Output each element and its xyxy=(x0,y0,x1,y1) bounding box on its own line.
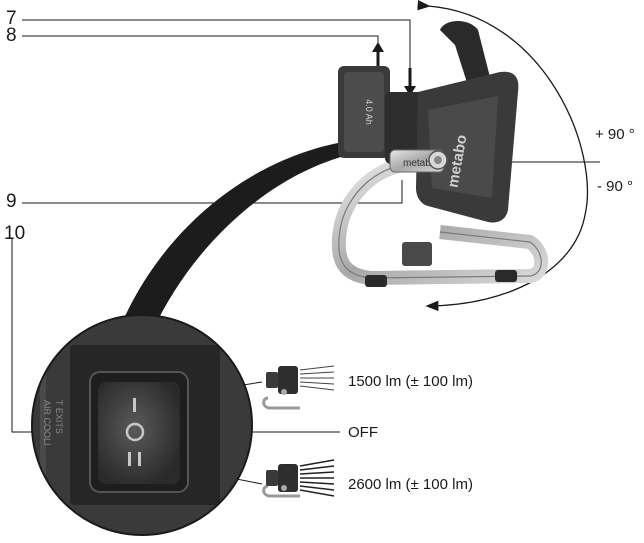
switch-mark-i xyxy=(133,398,136,412)
switch-mark-ii-b xyxy=(138,452,141,466)
callout-7: 7 xyxy=(6,8,17,29)
switch-mark-o xyxy=(125,422,145,442)
callout-9: 9 xyxy=(6,191,17,212)
switch-mark-ii-a xyxy=(128,452,131,466)
svg-text:AIR COOLI: AIR COOLI xyxy=(42,400,52,446)
leader-9 xyxy=(22,180,403,204)
work-lamp: 4.0 Ah metabo metabo xyxy=(331,21,549,287)
battery-label: 4.0 Ah xyxy=(364,99,374,125)
brand-label-mount: metabo xyxy=(403,158,437,169)
svg-text:T EXITS: T EXITS xyxy=(54,400,64,434)
rotation-arc xyxy=(417,0,589,312)
mode-low-label: 1500 lm (± 100 lm) xyxy=(348,373,473,390)
angle-plus-90: + 90 ° xyxy=(595,126,635,143)
callout-10: 10 xyxy=(4,223,26,244)
leader-8 xyxy=(22,35,379,52)
lamp-handle xyxy=(440,21,492,92)
mini-lamp-high-icon xyxy=(262,459,335,498)
mini-lamp-low-icon xyxy=(262,365,335,410)
mode-off-label: OFF xyxy=(348,424,378,441)
mode-high-label: 2600 lm (± 100 lm) xyxy=(348,476,473,493)
zoom-swoosh xyxy=(118,140,360,332)
callout-8: 8 xyxy=(6,25,17,46)
leader-7 xyxy=(22,19,411,78)
angle-minus-90: - 90 ° xyxy=(597,178,634,195)
rocker-switch xyxy=(98,382,180,484)
switch-zoom: AIR COOLI T EXITS xyxy=(31,314,253,536)
arrow-7 xyxy=(404,68,416,96)
